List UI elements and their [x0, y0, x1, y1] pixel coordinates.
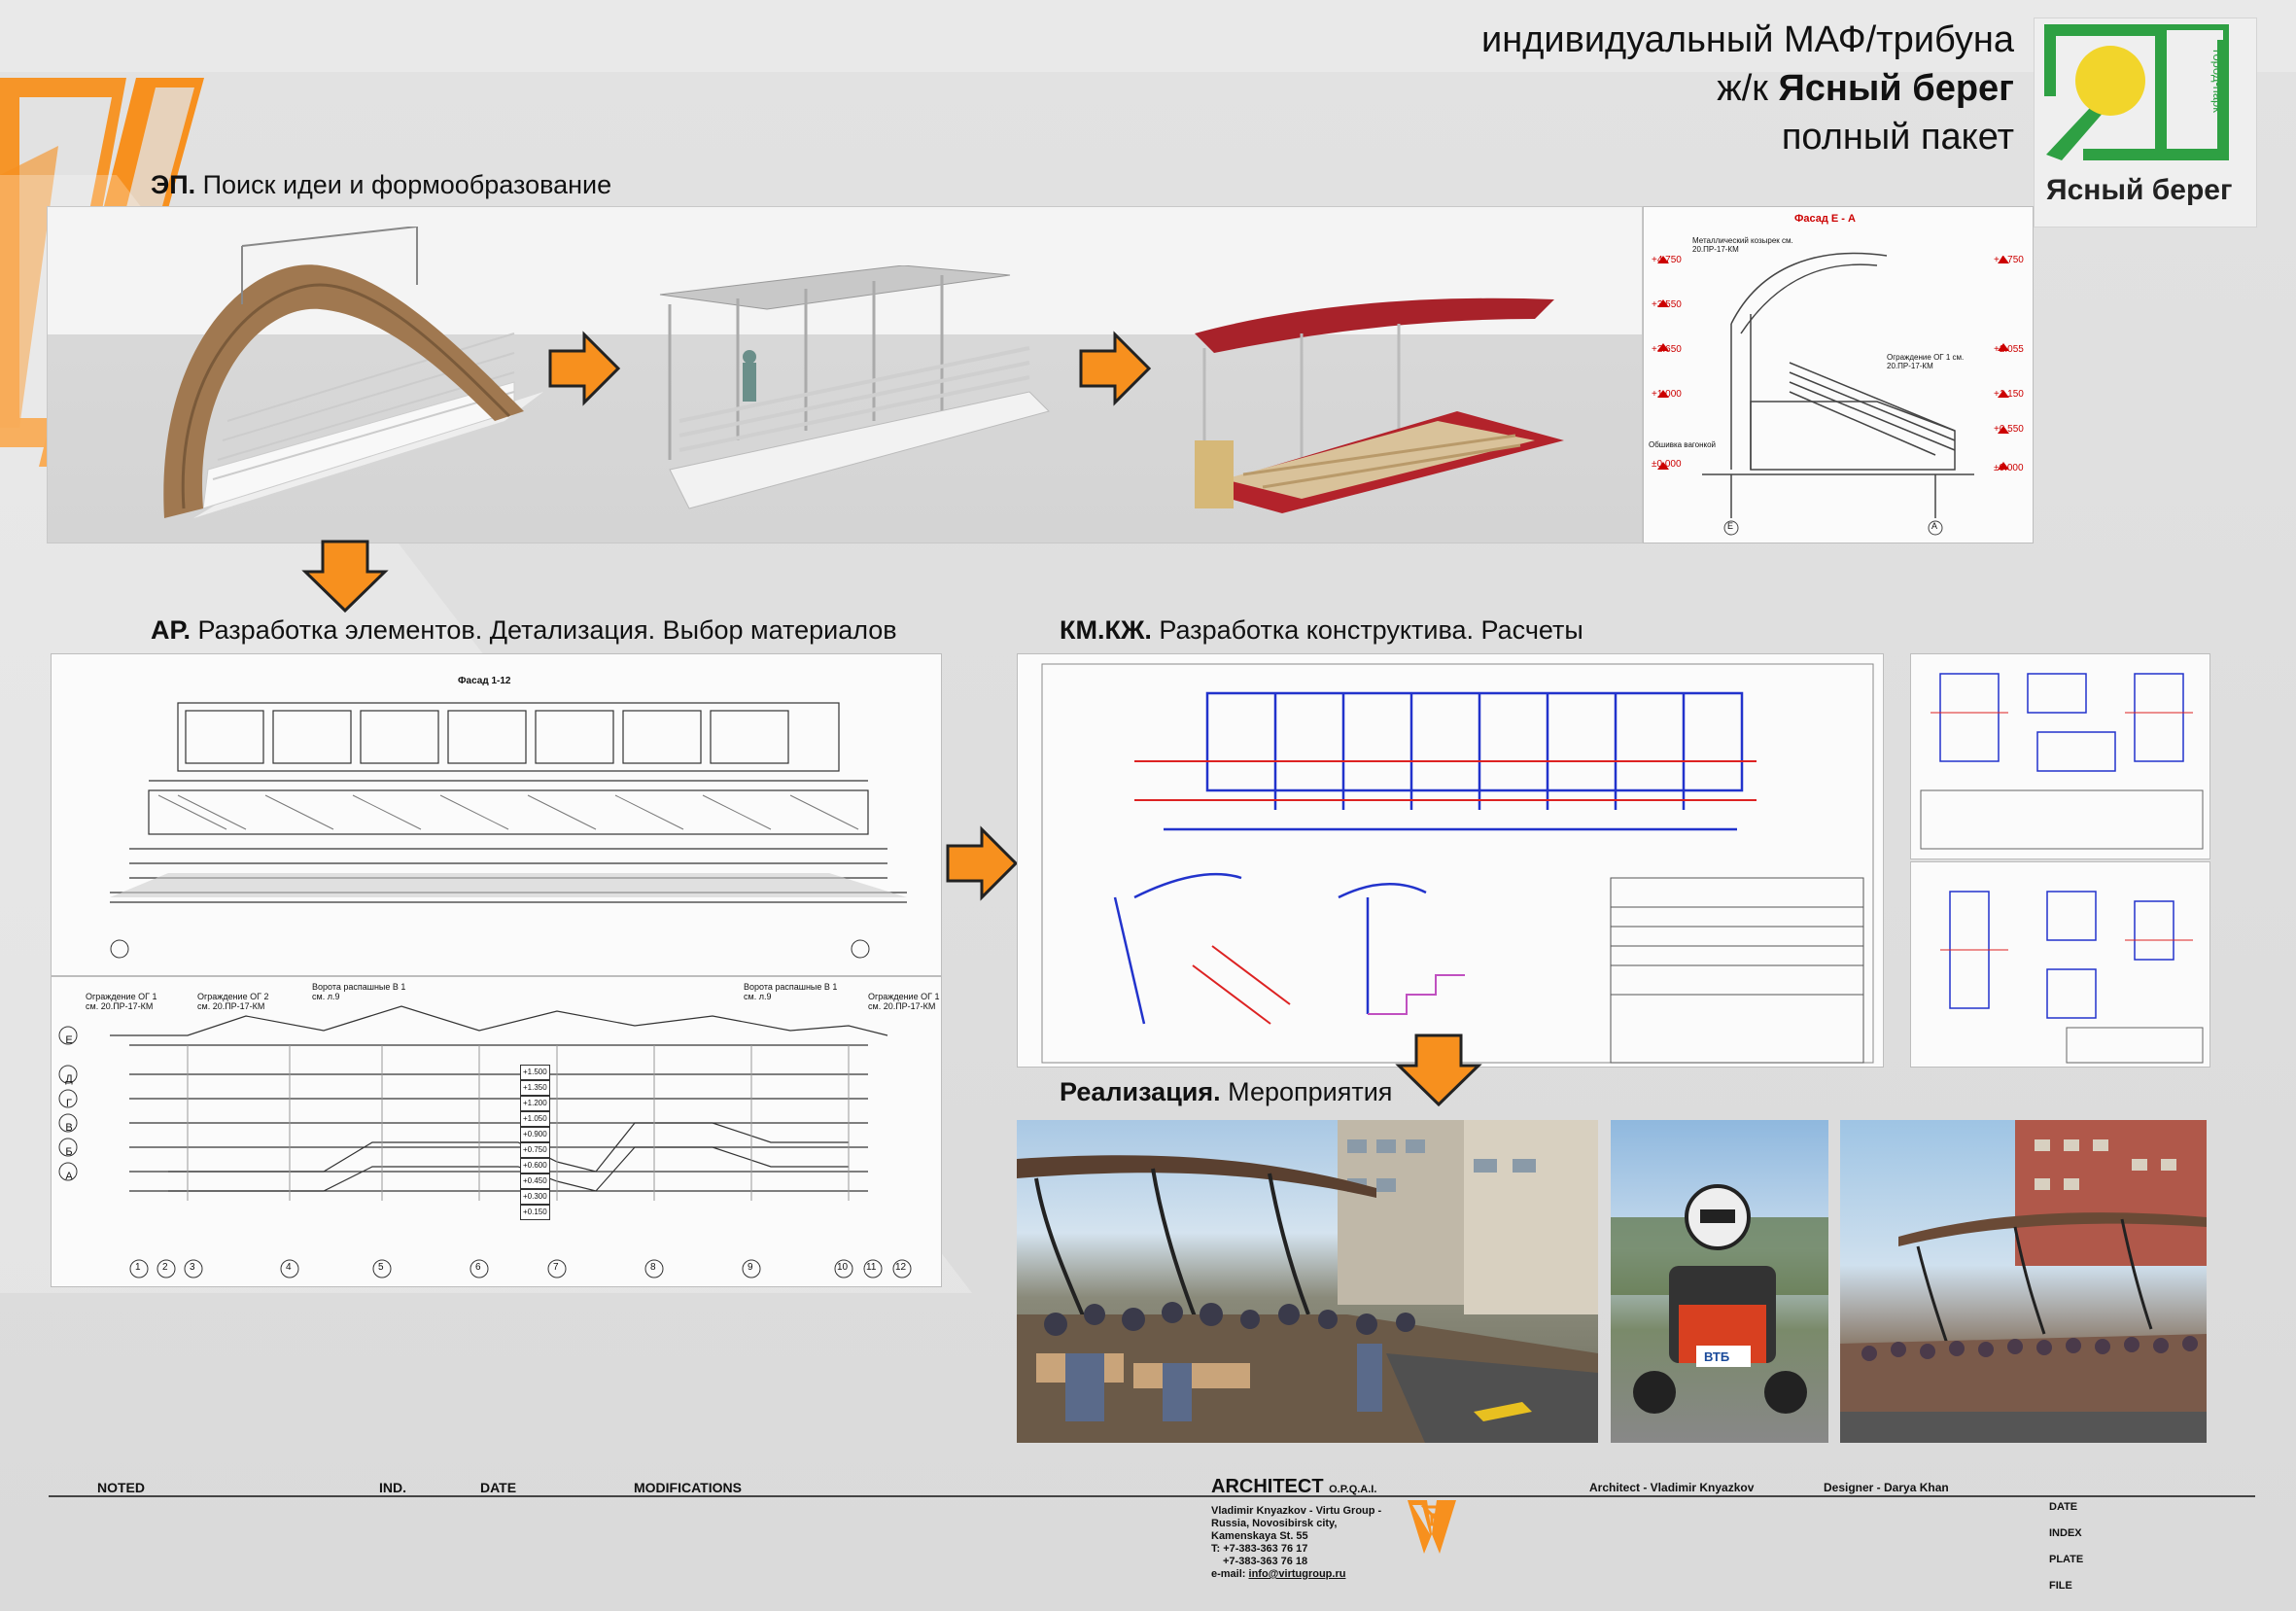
render-steel-grandstand [659, 265, 1050, 509]
yasny-bereg-logo-icon [2044, 24, 2229, 160]
facade-drawing-e-a: Фасад Е - А +4.750+3.550+2.650+1.000±0.0… [1643, 206, 2034, 543]
km-linework [1041, 663, 1874, 1064]
title-line-1: индивидуальный МАФ/трибуна [1481, 19, 2014, 60]
ar-callout-5: Ограждение ОГ 1 см. 20.ПР-17-КМ [868, 992, 940, 1011]
km-detail-2-linework [1940, 891, 2204, 1064]
field-index: INDEX [2049, 1527, 2082, 1539]
facade-linework [1657, 252, 2009, 536]
footer-ind: IND. [379, 1480, 406, 1495]
field-file: FILE [2049, 1580, 2072, 1592]
footer-architect-credit: Architect - Vladimir Knyazkov [1589, 1481, 1755, 1494]
render-wooden-arch [163, 227, 543, 518]
photo-3-scene [1840, 1120, 2207, 1443]
render-red-grandstand [1195, 298, 1564, 513]
photo-1-scene [1017, 1120, 1598, 1443]
footer-modifications: MODIFICATIONS [634, 1480, 742, 1495]
arrow-right-3-icon [946, 825, 1019, 901]
title-line-2: ж/к Ясный берег [1717, 68, 2014, 109]
arrow-right-2-icon [1079, 331, 1152, 406]
footer-noted: NOTED [97, 1480, 145, 1495]
km-detail-sheet-2 [1910, 861, 2210, 1068]
logo-vertical-text: город-парк [2210, 50, 2225, 113]
facade-axis-a: А [1931, 521, 1938, 531]
footer-email-link[interactable]: info@virtugroup.ru [1248, 1568, 1346, 1580]
arrow-right-1-icon [548, 331, 621, 406]
facade-note-fence: Ограждение ОГ 1 см. 20.ПР-17-КМ [1887, 353, 1965, 370]
event-photo-kart: ВТБ [1611, 1120, 1828, 1443]
field-plate: PLATE [2049, 1554, 2084, 1565]
km-detail-1-linework [1920, 673, 2204, 850]
footer-architect-title: ARCHITECT O.P.Q.A.I. [1211, 1476, 1377, 1497]
footer-address-block: Vladimir Knyazkov - Virtu Group - Russia… [1211, 1505, 1382, 1580]
logo-brand-name: Ясный берег [2046, 174, 2233, 206]
virtu-group-logo-icon [1408, 1500, 1456, 1554]
footer-designer-credit: Designer - Darya Khan [1824, 1481, 1949, 1494]
facade-axis-e: Е [1727, 521, 1734, 531]
brand-logo: Ясный берег город-парк [2034, 18, 2257, 228]
ar-callout-3: Ворота распашные В 1 см. л.9 [312, 982, 406, 1001]
event-photo-stands [1840, 1120, 2207, 1443]
ar-facade-linework [110, 702, 907, 959]
km-detail-sheet-1 [1910, 653, 2210, 859]
footer-date: DATE [480, 1480, 517, 1495]
concept-renders-panel [47, 206, 1643, 543]
field-date: DATE [2049, 1501, 2078, 1513]
arrow-down-2-icon [1395, 1033, 1482, 1107]
section-label-ep: ЭП. Поиск идеи и формообразование [151, 170, 612, 199]
section-label-realization: Реализация. Мероприятия [1060, 1077, 1393, 1106]
facade-levels-right: +4.750+2.055+1.150+0.550±0.000 [1994, 255, 2024, 473]
section-label-ar: АР. Разработка элементов. Детализация. В… [151, 615, 897, 645]
photo-2-scene [1611, 1184, 1828, 1414]
facade-note-cladding: Обшивка вагонкой [1649, 440, 1717, 449]
ar-callout-2: Ограждение ОГ 2 см. 20.ПР-17-КМ [197, 992, 269, 1011]
footer-rule [49, 1495, 2255, 1497]
arrow-down-1-icon [301, 540, 389, 613]
footer-side-fields: DATE INDEX PLATE FILE [2049, 1501, 2244, 1606]
event-photo-crowd [1017, 1120, 1598, 1443]
ar-facade-drawing: Фасад 1-12 [51, 653, 942, 976]
ar-section-linework [58, 1005, 912, 1278]
ar-callout-4: Ворота распашные В 1 см. л.9 [744, 982, 838, 1001]
top-band [0, 0, 2296, 72]
ar-level-tags: +1.500 +1.350 +1.200 +1.050 +0.900 +0.75… [520, 1065, 550, 1220]
title-line-3: полный пакет [1781, 117, 2014, 158]
kart-sign-vtb: ВТБ [1704, 1349, 1730, 1364]
ar-facade-title: Фасад 1-12 [458, 676, 511, 686]
facade-note-canopy: Металлический козырек см. 20.ПР-17-КМ [1692, 236, 1793, 254]
facade-levels-left: +4.750+3.550+2.650+1.000±0.000 [1652, 255, 1682, 470]
section-label-km: КМ.КЖ. Разработка конструктива. Расчеты [1060, 615, 1583, 645]
km-structural-drawing [1017, 653, 1884, 1068]
ar-callout-1: Ограждение ОГ 1 см. 20.ПР-17-КМ [86, 992, 157, 1011]
facade-title: Фасад Е - А [1794, 213, 1856, 225]
